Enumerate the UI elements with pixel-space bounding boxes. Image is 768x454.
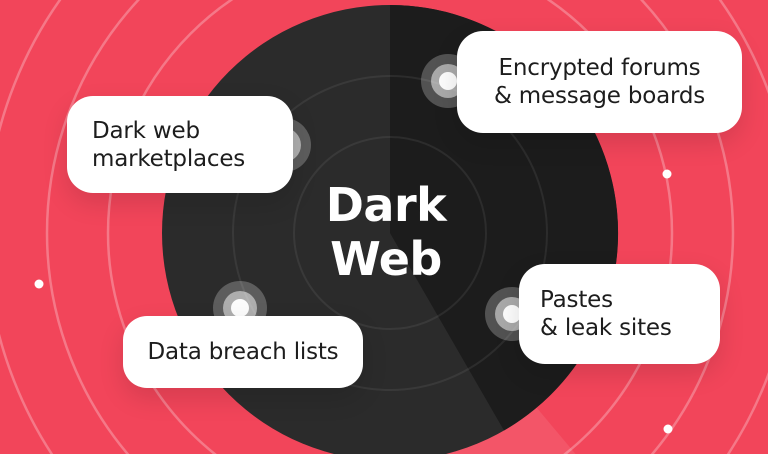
card-text-line: & leak sites — [540, 315, 672, 341]
ring-dot-left — [34, 279, 44, 289]
card-text-line: & message boards — [493, 83, 706, 109]
marker-core — [231, 299, 249, 317]
inner-ring-2 — [232, 75, 548, 391]
card-text-line: Data breach lists — [147, 339, 339, 365]
card-text-line: Dark web — [92, 117, 200, 144]
label-card-dark-web-marketplaces: Dark web marketplaces — [67, 96, 293, 193]
radar-ring-1 — [106, 0, 674, 454]
radar-ring-2 — [45, 0, 735, 454]
title-line-1: Dark — [325, 178, 447, 232]
title-line-2: Web — [330, 232, 442, 286]
ring-dot-bottom-right — [663, 424, 673, 434]
label-card-pastes-leak-sites: Pastes & leak sites — [519, 264, 720, 364]
card-text-line: Pastes — [540, 287, 613, 313]
card-text-line: marketplaces — [92, 145, 246, 172]
center-title: Dark Web — [326, 178, 447, 286]
ring-dot-top-right — [662, 169, 672, 179]
marker-core — [503, 305, 521, 323]
card-text-line: Encrypted forums — [498, 55, 701, 81]
inner-ring-1 — [293, 136, 487, 330]
marker-core — [439, 72, 457, 90]
inner-rings — [232, 75, 548, 391]
label-card-data-breach-lists: Data breach lists — [123, 316, 363, 388]
label-card-encrypted-forums: Encrypted forums & message boards — [457, 31, 742, 133]
